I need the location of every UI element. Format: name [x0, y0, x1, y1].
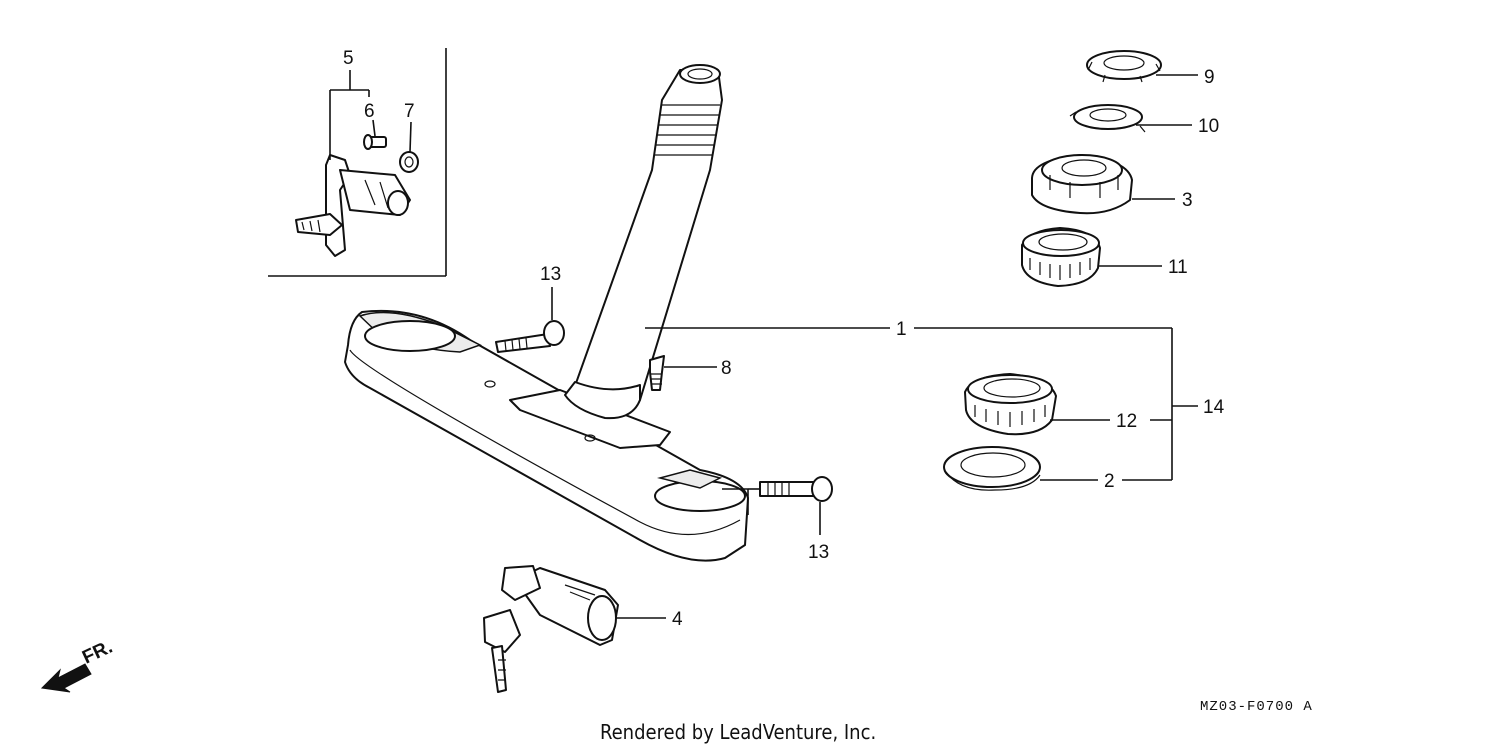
callout-1: 1	[896, 319, 907, 340]
part-9-locknut[interactable]	[1086, 50, 1162, 83]
inset-frame	[268, 48, 447, 277]
callout-2: 2	[1104, 471, 1115, 492]
front-direction-arrow: FR.	[40, 637, 116, 693]
part-13-bolt-lower[interactable]	[759, 476, 833, 502]
callout-14: 14	[1203, 397, 1225, 418]
part-2-dust-seal[interactable]	[943, 446, 1041, 491]
part-8-screw[interactable]	[649, 355, 665, 391]
callout-4: 4	[672, 609, 683, 630]
callout-12: 12	[1116, 411, 1137, 432]
callout-9: 9	[1204, 67, 1215, 88]
part-3-adjusting-nut[interactable]	[1031, 154, 1133, 215]
part-12-bearing-lower[interactable]	[964, 373, 1057, 436]
callout-10: 10	[1198, 116, 1219, 137]
leader-lines	[329, 70, 1198, 619]
diagram-code: MZ03-F0700 A	[1200, 699, 1313, 715]
callout-13-lower: 13	[808, 542, 829, 563]
part-6-screw[interactable]	[363, 134, 387, 150]
callout-3: 3	[1182, 190, 1193, 211]
part-10-lock-washer[interactable]	[1069, 104, 1146, 133]
part-5-switch-body[interactable]	[295, 154, 411, 257]
part-11-bearing-upper[interactable]	[1021, 227, 1101, 287]
part-13-bolt-upper[interactable]	[495, 320, 565, 353]
callout-8: 8	[721, 358, 732, 379]
part-1-steering-stem[interactable]	[344, 64, 749, 562]
callout-6: 6	[364, 101, 375, 122]
footer-credit: Rendered by LeadVenture, Inc.	[600, 720, 876, 744]
callout-labels: 5 6 7 13 8 1 13 4 9 10 3 11 12 14 2	[343, 48, 1225, 630]
callout-5: 5	[343, 48, 354, 69]
callout-13-upper: 13	[540, 264, 561, 285]
callout-7: 7	[404, 101, 415, 122]
part-4-key-lock[interactable]	[483, 565, 619, 693]
part-7-washer[interactable]	[399, 151, 419, 173]
arrow-left-icon	[40, 663, 92, 693]
callout-11: 11	[1168, 257, 1188, 278]
